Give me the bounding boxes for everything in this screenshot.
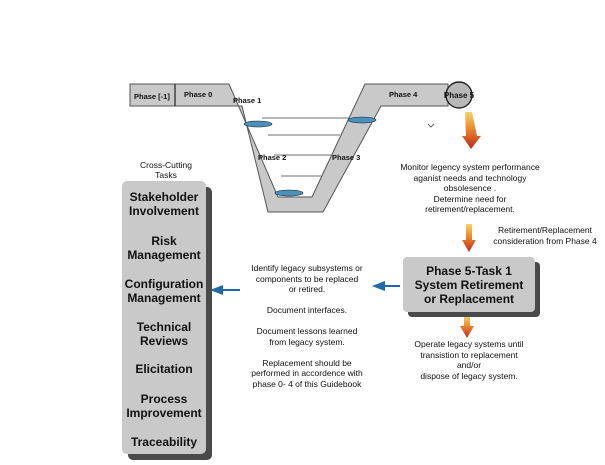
phase-1-label: Phase 1 xyxy=(233,96,261,105)
left-arrow-icon xyxy=(210,285,240,295)
cc-item-risk: Risk Management xyxy=(127,234,201,262)
cc-item-technical-reviews: Technical Reviews xyxy=(136,320,192,348)
phase-5-circle xyxy=(445,81,473,109)
phase-5-label: Phase 5 xyxy=(444,91,475,100)
cc-item-stakeholder: Stakeholder Involvement xyxy=(128,190,200,218)
down-arrow-icon xyxy=(460,316,474,338)
phase-3-label: Phase 3 xyxy=(332,153,360,162)
chevron-down-icon xyxy=(427,123,435,128)
cross-cutting-title: Cross-Cutting Tasks xyxy=(140,160,192,180)
down-arrow-icon xyxy=(462,112,481,149)
cc-item-process-improvement: Process Improvement xyxy=(126,392,202,420)
cc-item-configuration: Configuration Management xyxy=(124,277,204,305)
v-rungs xyxy=(262,117,349,177)
v-model-band xyxy=(129,83,449,213)
phase-2-label: Phase 2 xyxy=(258,153,286,162)
cc-item-elicitation: Elicitation xyxy=(135,362,193,376)
ring-marker xyxy=(274,189,304,197)
identify-note: Identify legacy subsystems or components… xyxy=(251,263,363,389)
down-arrow-icon xyxy=(462,224,476,252)
cc-item-traceability: Traceability xyxy=(130,435,198,449)
phase-5-task-box: Phase 5-Task 1 System Retirement or Repl… xyxy=(403,257,535,312)
monitor-note: Monitor legency system performance agani… xyxy=(400,162,540,214)
retirement-consideration-note: Retirement/Replacement consideration fro… xyxy=(493,225,597,246)
operate-note: Operate legacy systems until transistion… xyxy=(414,339,524,381)
ring-marker xyxy=(347,116,377,124)
phase-neg1-label: Phase [-1] xyxy=(134,92,170,101)
left-arrow-icon xyxy=(372,281,400,291)
cross-cutting-panel: Stakeholder Involvement Risk Management … xyxy=(122,181,206,454)
phase-4-label: Phase 4 xyxy=(389,90,418,99)
phase-0-label: Phase 0 xyxy=(184,90,212,99)
ring-marker xyxy=(243,120,273,128)
